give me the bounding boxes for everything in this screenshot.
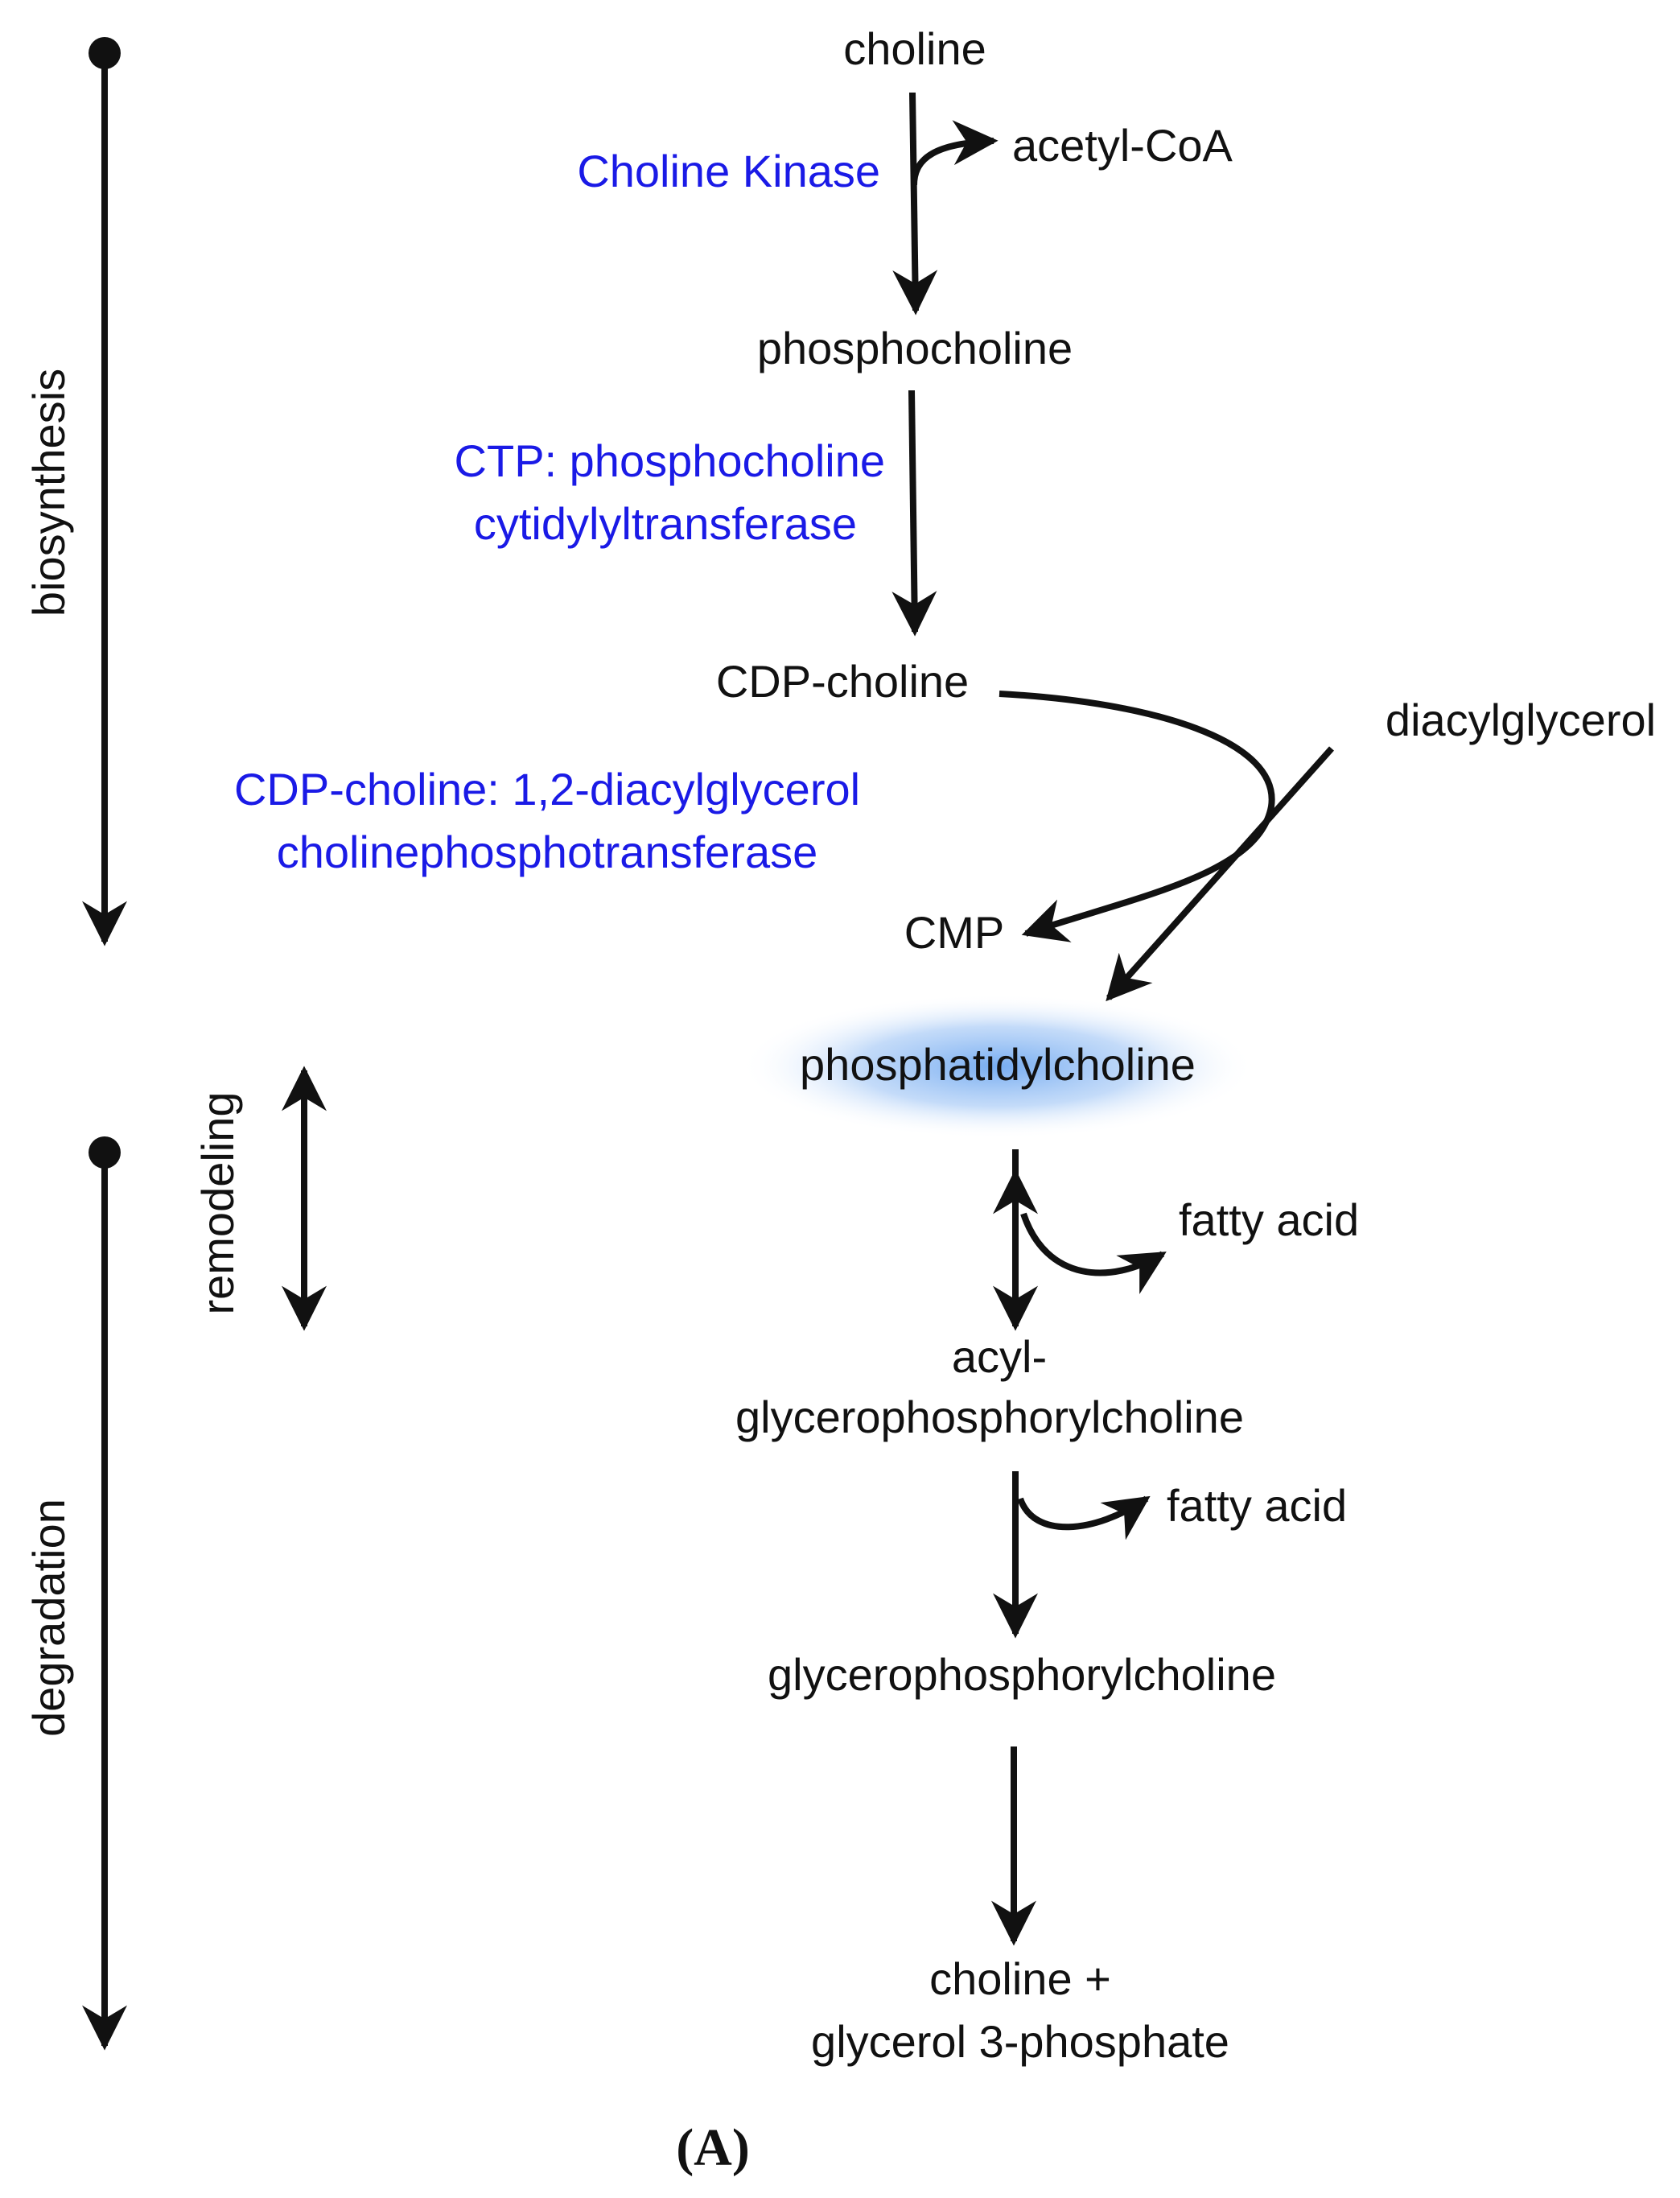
metabolite-cdp-choline: CDP-choline bbox=[716, 656, 969, 707]
metabolite-diacylglycerol: diacylglycerol bbox=[1386, 695, 1656, 745]
panel-label: (A) bbox=[676, 2118, 750, 2177]
degradation-timeline: degradation bbox=[23, 1136, 127, 2051]
metabolite-products-line1: choline + bbox=[929, 1953, 1111, 2004]
metabolite-products-line2: glycerol 3-phosphate bbox=[811, 2016, 1229, 2067]
biosynthesis-timeline: biosynthesis bbox=[23, 37, 127, 946]
arrow-fatty-acid-2-branch bbox=[1017, 1495, 1151, 1540]
biosynthesis-label: biosynthesis bbox=[23, 369, 74, 617]
metabolite-acyl-gpc-line2: glycerophosphorylcholine bbox=[735, 1392, 1244, 1442]
metabolite-glycerophosphorylcholine: glycerophosphorylcholine bbox=[768, 1649, 1276, 1700]
metabolite-phosphatidylcholine: phosphatidylcholine bbox=[800, 1039, 1196, 1090]
arrow-fatty-acid-1-branch bbox=[1020, 1212, 1167, 1294]
arrow-cdp-choline-to-cmp bbox=[999, 691, 1275, 942]
remodeling-label: remodeling bbox=[192, 1091, 243, 1314]
metabolite-fatty-acid-1: fatty acid bbox=[1179, 1194, 1359, 1245]
metabolite-acyl-gpc-line1: acyl- bbox=[952, 1331, 1047, 1382]
metabolite-cmp: CMP bbox=[904, 907, 1004, 958]
arrow-acetyl-coa-branch bbox=[911, 120, 999, 186]
metabolite-phosphocholine: phosphocholine bbox=[757, 323, 1073, 373]
arrow-phosphocholine-to-cdp-choline bbox=[891, 390, 937, 637]
metabolite-choline: choline bbox=[843, 23, 986, 74]
arrow-diacylglycerol-to-phosphatidylcholine bbox=[1106, 746, 1334, 1002]
phosphatidylcholine-highlight bbox=[740, 994, 1255, 1139]
remodeling-indicator: remodeling bbox=[192, 1066, 327, 1331]
metabolite-acetyl-coa: acetyl-CoA bbox=[1012, 120, 1233, 171]
enzyme-cpt-line2: cholinephosphotransferase bbox=[277, 827, 817, 877]
reaction-arrows bbox=[891, 92, 1334, 1946]
enzyme-cct-line1: CTP: phosphocholine bbox=[455, 435, 885, 486]
degradation-label: degradation bbox=[23, 1499, 74, 1737]
enzyme-choline-kinase: Choline Kinase bbox=[577, 146, 880, 196]
enzyme-cpt-line1: CDP-choline: 1,2-diacylglycerol bbox=[234, 764, 860, 814]
arrow-choline-to-phosphocholine bbox=[892, 92, 938, 315]
enzyme-cct-line2: cytidylyltransferase bbox=[474, 498, 857, 549]
metabolite-fatty-acid-2: fatty acid bbox=[1167, 1480, 1347, 1531]
